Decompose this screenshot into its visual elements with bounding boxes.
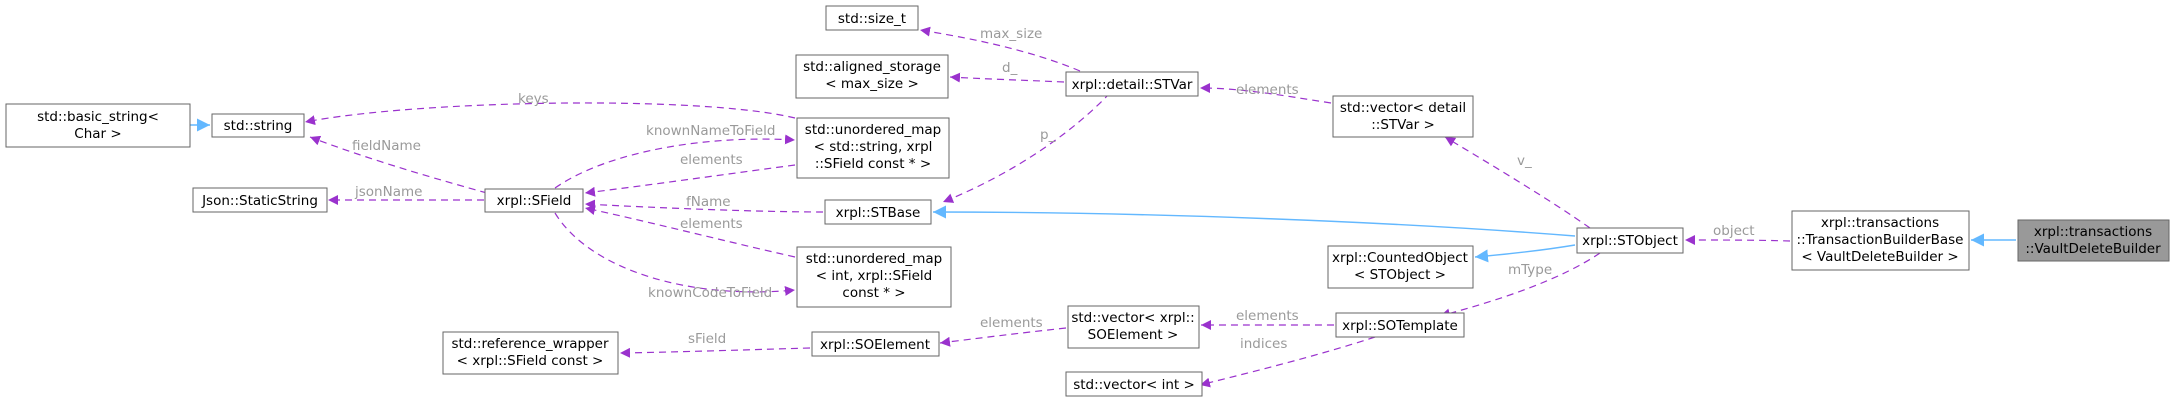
- node-label: < max_size >: [825, 76, 919, 92]
- node-label: std::vector< int >: [1073, 377, 1195, 393]
- node-label: std::string: [224, 118, 293, 134]
- node-std-unordered-map-int[interactable]: std::unordered_map < int, xrpl::SField c…: [796, 246, 952, 308]
- node-label: std::vector< detail: [1340, 100, 1466, 116]
- edge-vec-soelement-elements: elements: [939, 315, 1067, 347]
- node-xrpl-sotemplate[interactable]: xrpl::SOTemplate: [1335, 312, 1465, 338]
- node-std-vector-soelement[interactable]: std::vector< xrpl:: SOElement >: [1067, 305, 1200, 349]
- node-label: std::aligned_storage: [803, 59, 941, 75]
- node-label: < int, xrpl::SField: [816, 268, 932, 284]
- edge-label-elements-3: elements: [1236, 82, 1299, 98]
- node-label: Json::StaticString: [201, 193, 318, 209]
- edge-soelement-sfield: sField: [619, 331, 811, 358]
- node-label: < xrpl::SField const >: [457, 353, 604, 369]
- edge-label-d: d_: [1002, 60, 1018, 76]
- node-label: xrpl::STObject: [1582, 233, 1678, 249]
- node-label: std::unordered_map: [805, 122, 941, 138]
- edge-label-elements-5: elements: [980, 315, 1043, 331]
- node-label: ::VaultDeleteBuilder: [2025, 241, 2161, 257]
- edge-knownnametofield: knownNameToField: [554, 123, 796, 189]
- node-label: std::vector< xrpl::: [1071, 310, 1194, 326]
- edge-vec-stvar-elements: elements: [1199, 82, 1332, 104]
- node-label: ::TransactionBuilderBase: [1797, 232, 1964, 248]
- node-xrpl-detail-stvar[interactable]: xrpl::detail::STVar: [1065, 71, 1199, 97]
- edge-stvar-d: d_: [949, 60, 1065, 83]
- edge-label-elements-1: elements: [680, 152, 743, 168]
- node-label: std::unordered_map: [806, 251, 942, 267]
- node-std-string[interactable]: std::string: [211, 113, 305, 138]
- edge-stbase-fname: fName: [584, 194, 824, 213]
- node-label: < STObject >: [1354, 267, 1446, 283]
- edge-knowncodetofield: knownCodeToField: [554, 212, 796, 301]
- node-label: xrpl::CountedObject: [1332, 250, 1468, 266]
- node-xrpl-sfield[interactable]: xrpl::SField: [484, 188, 584, 213]
- node-label: ::STVar >: [1371, 117, 1435, 133]
- edge-label-sfield: sField: [688, 331, 726, 347]
- edge-label-elements-2: elements: [680, 216, 743, 232]
- node-std-size-t[interactable]: std::size_t: [825, 5, 919, 31]
- node-label: xrpl::SField: [497, 193, 572, 209]
- edge-label-indices: indices: [1240, 336, 1287, 352]
- edge-label-v: v_: [1517, 153, 1532, 169]
- edge-label-knownnametofield: knownNameToField: [646, 123, 775, 139]
- edge-label-p: p_: [1040, 127, 1056, 143]
- node-label: xrpl::transactions: [2034, 224, 2152, 240]
- edge-label-object: object: [1713, 223, 1755, 239]
- node-label: xrpl::SOElement: [820, 337, 930, 353]
- node-label: std::basic_string<: [37, 109, 159, 125]
- node-label: std::reference_wrapper: [451, 336, 609, 352]
- node-xrpl-stobject[interactable]: xrpl::STObject: [1576, 227, 1684, 254]
- node-xrpl-soelement[interactable]: xrpl::SOElement: [811, 331, 940, 357]
- edge-umap-int-elements: elements: [584, 205, 796, 258]
- edge-umap-str-elements: elements: [584, 152, 796, 197]
- edge-label-keys: keys: [518, 91, 549, 107]
- edge-label-knowncodetofield: knownCodeToField: [648, 285, 772, 301]
- edge-txbuilder-object: object: [1684, 223, 1791, 246]
- node-label: xrpl::STBase: [836, 205, 921, 221]
- edge-label-mtype: mType: [1508, 262, 1552, 278]
- edge-stobject-mtype: mType: [1439, 252, 1601, 319]
- edge-stvar-p: p_: [942, 92, 1111, 203]
- node-xrpl-vault-delete-builder[interactable]: xrpl::transactions ::VaultDeleteBuilder: [2017, 219, 2170, 262]
- node-label: < VaultDeleteBuilder >: [1801, 249, 1958, 265]
- node-json-staticstring[interactable]: Json::StaticString: [192, 187, 328, 213]
- node-std-vector-stvar[interactable]: std::vector< detail ::STVar >: [1332, 95, 1474, 138]
- edge-label-elements-4: elements: [1236, 308, 1299, 324]
- edge-sfield-jsonname: jsonName: [328, 184, 484, 205]
- node-label: < std::string, xrpl: [814, 139, 933, 155]
- node-std-aligned-storage[interactable]: std::aligned_storage < max_size >: [795, 54, 949, 99]
- edge-label-fieldname: fieldName: [352, 138, 421, 154]
- node-xrpl-transaction-builder-base[interactable]: xrpl::transactions ::TransactionBuilderB…: [1791, 210, 1970, 271]
- node-label: xrpl::detail::STVar: [1072, 77, 1193, 93]
- node-std-unordered-map-string[interactable]: std::unordered_map < std::string, xrpl :…: [796, 117, 950, 179]
- edge-stobject-counted: [1474, 244, 1576, 263]
- edge-label-max-size: max_size: [980, 26, 1042, 42]
- node-std-basic-string[interactable]: std::basic_string< Char >: [5, 103, 191, 148]
- edge-stobject-v: v_: [1444, 136, 1591, 229]
- node-label: std::size_t: [838, 11, 906, 27]
- edges: fieldName keys jsonName knownNameToField…: [190, 26, 2016, 388]
- edge-label-jsonname: jsonName: [354, 184, 422, 200]
- node-label: ::SField const * >: [815, 156, 931, 172]
- node-label: xrpl::SOTemplate: [1342, 318, 1458, 334]
- edge-stobject-stbase: [932, 205, 1576, 237]
- node-std-vector-int[interactable]: std::vector< int >: [1065, 371, 1203, 397]
- edge-sotemplate-elements: elements: [1201, 308, 1335, 330]
- node-xrpl-countedobject[interactable]: xrpl::CountedObject < STObject >: [1327, 245, 1474, 289]
- node-label: SOElement >: [1088, 327, 1179, 343]
- edge-sfield-fieldname: fieldName: [309, 135, 488, 194]
- edge-stvar-max-size: max_size: [919, 26, 1081, 72]
- node-label: Char >: [74, 126, 121, 142]
- node-xrpl-stbase[interactable]: xrpl::STBase: [824, 199, 932, 225]
- nodes: std::basic_string< Char > std::string Js…: [5, 5, 2170, 397]
- edge-umap-str-keys: keys: [304, 91, 796, 126]
- edge-label-fname: fName: [686, 194, 731, 210]
- node-std-reference-wrapper[interactable]: std::reference_wrapper < xrpl::SField co…: [442, 331, 619, 375]
- node-label: xrpl::transactions: [1821, 215, 1939, 231]
- node-label: const * >: [842, 285, 905, 301]
- edge-sotemplate-indices: indices: [1199, 336, 1376, 388]
